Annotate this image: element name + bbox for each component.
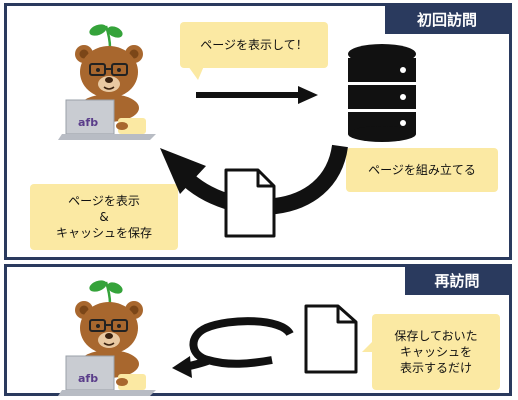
cache-bubble-line-2: キャッシュを <box>399 344 472 359</box>
build-bubble-text: ページを組み立てる <box>368 162 476 177</box>
revisit-label: 再訪問 <box>405 267 509 295</box>
document-icon <box>224 168 276 238</box>
cache-bubble: 保存しておいた キャッシュを 表示するだけ <box>372 314 500 390</box>
cache-bubble-line-1: 保存しておいた <box>394 328 478 343</box>
display-bubble-line-1: ページを表示 <box>68 193 140 208</box>
bear-mascot-icon <box>56 20 158 142</box>
display-bubble: ページを表示 & キャッシュを保存 <box>30 184 178 250</box>
request-bubble-text: ページを表示して！ <box>200 37 308 52</box>
first-visit-label: 初回訪問 <box>385 6 509 34</box>
bear-mascot-icon-revisit <box>56 276 158 398</box>
display-bubble-line-2: & <box>99 209 109 224</box>
arrow-right-icon <box>196 86 318 104</box>
cache-bubble-line-3: 表示するだけ <box>399 361 472 376</box>
request-bubble: ページを表示して！ <box>180 22 328 68</box>
build-bubble: ページを組み立てる <box>346 148 498 192</box>
arrow-uturn-icon <box>172 317 294 378</box>
document-icon-revisit <box>304 304 358 374</box>
database-icon <box>348 44 416 142</box>
laptop-logo: afb <box>78 116 99 129</box>
display-bubble-line-3: キャッシュを保存 <box>55 226 152 241</box>
laptop-logo-revisit: afb <box>78 372 99 385</box>
